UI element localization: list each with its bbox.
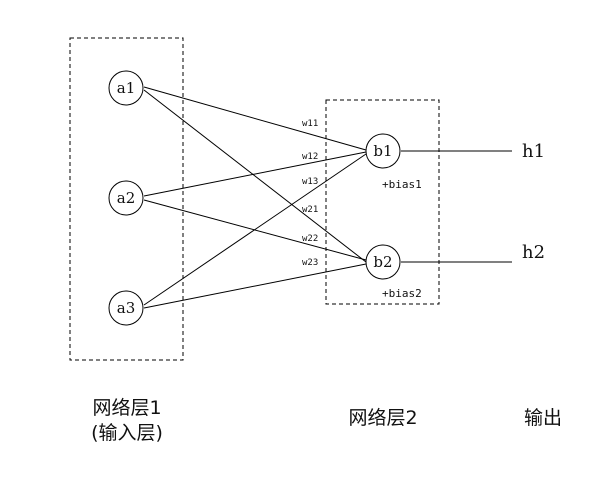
node-b2-label: b2 — [373, 253, 392, 271]
caption-layer1-line1: 网络层1 — [92, 397, 161, 419]
weight-w22: w22 — [302, 234, 318, 244]
edge-a3-b2 — [143, 263, 367, 309]
weight-w21: w21 — [302, 205, 318, 215]
node-b1-label: b1 — [373, 142, 392, 160]
node-b1-circle — [365, 133, 401, 169]
edge-a3-b1 — [143, 153, 367, 306]
node-a2-circle — [108, 180, 144, 216]
weight-w12: w12 — [302, 152, 318, 162]
node-a3-circle — [108, 290, 144, 326]
weight-w11: w11 — [302, 119, 318, 129]
edge-a1-b1 — [143, 86, 367, 151]
node-a3-label: a3 — [117, 299, 136, 317]
bias-label-1: +bias1 — [382, 178, 422, 191]
edge-a2-b1 — [143, 151, 367, 197]
node-a1-circle — [108, 70, 144, 106]
weight-w23: w23 — [302, 258, 318, 268]
input-layer-box — [69, 37, 184, 361]
hidden-layer-box — [325, 99, 440, 305]
output-label-h1: h1 — [522, 141, 545, 162]
caption-layer1-line2: (输入层) — [91, 422, 163, 444]
caption-output: 输出 — [524, 407, 562, 429]
node-b2-circle — [365, 244, 401, 280]
edge-a1-b2 — [143, 89, 367, 263]
weight-w13: w13 — [302, 177, 318, 187]
output-label-h2: h2 — [522, 242, 545, 263]
caption-layer2: 网络层2 — [348, 407, 417, 429]
bias-label-2: +bias2 — [382, 287, 422, 300]
node-a1-label: a1 — [117, 79, 136, 97]
node-a2-label: a2 — [117, 189, 136, 207]
